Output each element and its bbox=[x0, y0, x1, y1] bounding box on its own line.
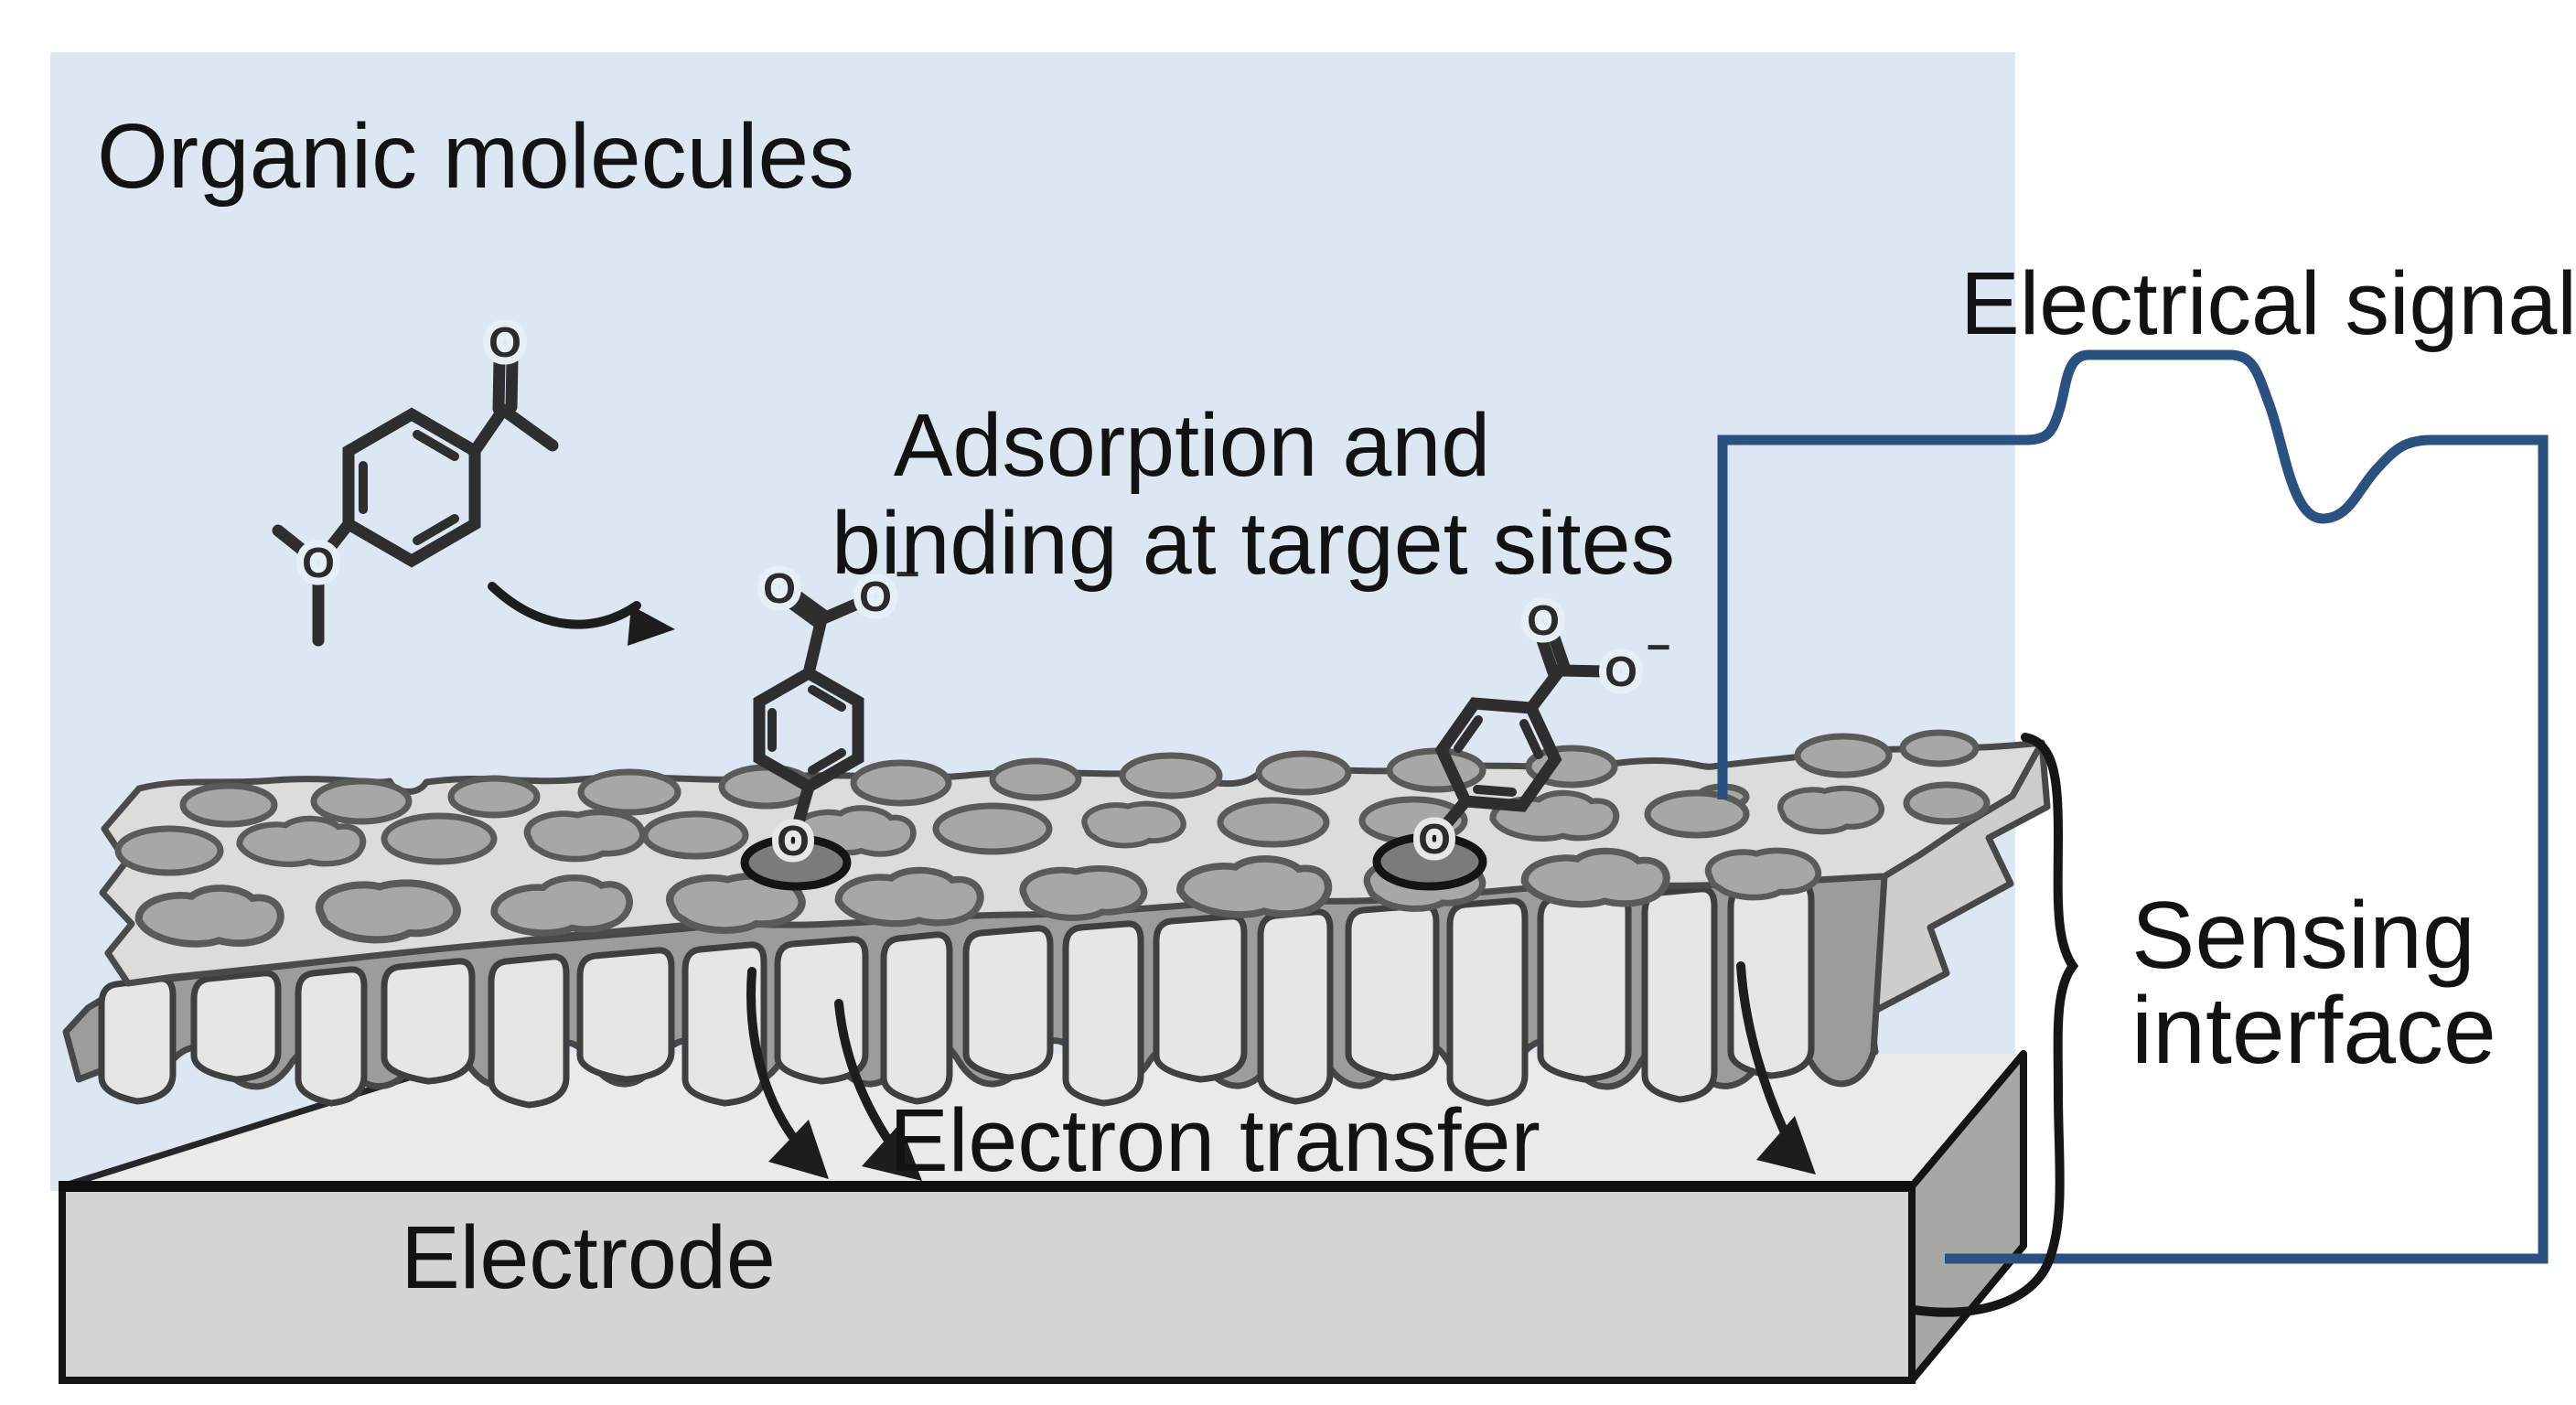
adsorption-label-line1: Adsorption and bbox=[894, 395, 1491, 495]
electron-arrow-icon bbox=[834, 999, 894, 1146]
oxygen-atom: O bbox=[859, 573, 892, 620]
sensing-label-line2: interface bbox=[2131, 978, 2496, 1084]
electron-arrow-head-icon bbox=[862, 1123, 922, 1181]
electrode-label: Electrode bbox=[401, 1207, 776, 1307]
sensing-interface-brace-icon bbox=[1909, 733, 2079, 1317]
oxygen-atom: O bbox=[1527, 596, 1560, 644]
free-organic-molecule: O O bbox=[272, 311, 559, 647]
sensing-label-line1: Sensing bbox=[2131, 883, 2475, 989]
electrical-signal-label: Electrical signal bbox=[1960, 253, 2576, 353]
adsorption-arrow-head-icon bbox=[628, 606, 675, 646]
adsorption-arrow-icon bbox=[488, 582, 641, 629]
circuit-wire-and-signal-waveform bbox=[1717, 349, 2549, 1264]
porous-sensing-layer bbox=[62, 729, 2051, 1109]
negative-charge: − bbox=[896, 550, 920, 597]
oxygen-atom: O bbox=[777, 817, 810, 864]
electron-arrow-head-icon bbox=[1756, 1116, 1816, 1174]
electrode-front-face bbox=[59, 1183, 1916, 1384]
adsorption-label-line2: binding at target sites bbox=[832, 493, 1675, 593]
oxygen-atom: O bbox=[302, 539, 335, 586]
porous-columns bbox=[98, 880, 1815, 1109]
organic-molecules-label: Organic molecules bbox=[97, 105, 854, 208]
binding-site-left bbox=[740, 834, 852, 891]
bound-molecule-right: O O − O bbox=[1411, 589, 1671, 869]
oxygen-atom: O bbox=[763, 564, 796, 612]
binding-site-right bbox=[1372, 832, 1487, 891]
electron-transfer-label: Electron transfer bbox=[889, 1090, 1540, 1190]
oxygen-atom: O bbox=[488, 318, 521, 366]
oxygen-atom: O bbox=[1605, 648, 1637, 695]
electron-arrow-head-icon bbox=[768, 1120, 829, 1179]
electron-arrow-icon bbox=[1736, 961, 1788, 1135]
bound-molecule-left: O O − O bbox=[753, 550, 920, 871]
oxygen-atom: O bbox=[1418, 815, 1451, 863]
negative-charge: − bbox=[1647, 623, 1671, 670]
electron-arrow-icon bbox=[746, 967, 797, 1141]
electron-transfer-arrows bbox=[746, 961, 1816, 1181]
